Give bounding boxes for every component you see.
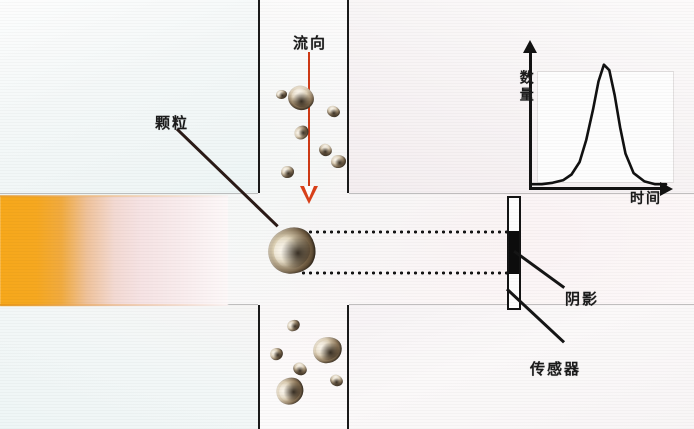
plot-y-axis (529, 50, 532, 190)
light-beam (0, 196, 228, 306)
channel-wall-bottom-right (347, 304, 694, 429)
plot-y-axis-arrow (523, 40, 537, 53)
channel-wall-top-left (0, 0, 260, 194)
inset-plot-panel (537, 71, 674, 183)
flow-arrow-head (300, 186, 318, 204)
channel-wall-bottom-left (0, 304, 260, 429)
light-beam-edge-top (0, 195, 228, 197)
plot-y-axis-label: 数量 (517, 70, 534, 104)
shadow-ray-bottom (300, 271, 515, 275)
label-particle: 颗粒 (155, 114, 190, 132)
plot-curve (529, 63, 668, 186)
label-shadow: 阴影 (565, 290, 600, 308)
particle-upstream (281, 166, 294, 178)
label-sensor: 传感器 (530, 360, 582, 378)
flow-arrow-shaft (308, 52, 310, 192)
plot-x-axis (529, 187, 664, 190)
shadow-ray-top (300, 230, 515, 234)
light-beam-edge-bottom (0, 304, 228, 306)
sensor-shadow-band (509, 231, 519, 274)
label-flow-direction: 流向 (293, 34, 328, 52)
plot-x-axis-label: 时间 (630, 191, 662, 207)
